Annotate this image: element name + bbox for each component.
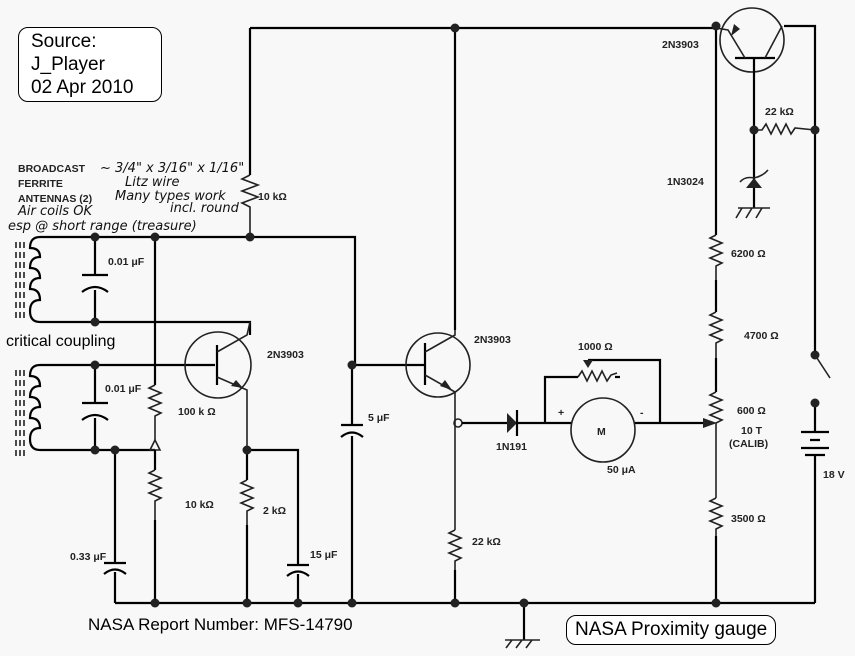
label-pot600: 600 Ω (737, 405, 766, 417)
wire-pot1000 (543, 358, 662, 423)
handnote-dims: ~ 3/4" x 3/16" x 1/16" (100, 161, 244, 176)
label-meter-rating: 50 μA (607, 464, 636, 476)
label-battery: 18 V (823, 469, 845, 481)
pot-1000-wiper (583, 360, 593, 368)
wire-q1-emitter-down (247, 448, 300, 603)
q3-emitter-arrow (731, 24, 740, 36)
handnote-incl-round: incl. round (170, 201, 240, 216)
label-r6200: 6200 Ω (731, 248, 766, 260)
q2-collector (424, 330, 456, 353)
meter-50ua (570, 397, 636, 463)
pot-600-arrow (703, 418, 717, 428)
cap1-curve (81, 285, 109, 293)
junction-dots (90, 21, 820, 608)
transistor-q1 (184, 331, 252, 399)
zener-triangle (746, 178, 762, 188)
label-cap5: 5 μF (368, 412, 390, 424)
label-q1: 2N3903 (267, 349, 304, 361)
resistor-10k-top (239, 174, 261, 237)
label-meter: M (597, 426, 606, 438)
cap033-curve (103, 568, 127, 575)
label-cap-tank2: 0.01 μF (105, 383, 142, 395)
resistor-22k-load (446, 529, 464, 570)
critical-coupling-label: critical coupling (6, 333, 116, 350)
label-pot1000: 1000 Ω (578, 341, 613, 353)
label-diode: 1N191 (496, 441, 527, 453)
coil-antenna-1 (28, 235, 42, 324)
label-pot-calib: (CALIB) (729, 438, 768, 450)
cap5-curve (340, 431, 364, 438)
label-cap033: 0.33 μF (70, 551, 107, 563)
label-cap15: 15 μF (310, 549, 338, 561)
cap2-curve (81, 413, 109, 421)
label-r2k: 2 kΩ (263, 505, 286, 517)
q2-emitter-arrow (440, 380, 452, 390)
resistor-100k (146, 384, 164, 440)
resistor-2k (238, 479, 256, 525)
label-meter-plus: + (558, 407, 564, 419)
handnote-many-types: Many types work (115, 189, 226, 204)
transistor-q2 (405, 332, 471, 398)
label-meter-minus: - (640, 407, 644, 419)
source-date: 02 Apr 2010 (31, 77, 134, 98)
wire-q3-collector (784, 24, 817, 355)
ferrite-core-2 (15, 370, 25, 458)
report-number: NASA Report Number: MFS-14790 (88, 615, 353, 634)
ferrite-core-1 (15, 242, 25, 318)
diagram-title: NASA Proximity gauge (566, 615, 777, 645)
label-r4700: 4700 Ω (744, 330, 779, 342)
resistor-22k-reg (754, 122, 816, 136)
label-r100k: 100 k Ω (178, 406, 216, 418)
cap15-curve (286, 570, 310, 577)
bias-junction-triangle (148, 438, 162, 451)
resistor-4700 (707, 311, 725, 358)
resistor-6200 (707, 234, 725, 280)
label-r10k-low: 10 kΩ (185, 499, 214, 511)
resistor-3500 (707, 497, 725, 536)
source-box: Source: J_Player 02 Apr 2010 (18, 27, 162, 102)
note-broadcast: BROADCAST (18, 163, 86, 175)
source-author: J_Player (31, 54, 105, 75)
handnote-short-range: esp @ short range (treasure) (8, 219, 197, 234)
coil-antenna-2 (28, 363, 42, 452)
handnote-litz: Litz wire (125, 175, 180, 190)
pot-600 (707, 391, 725, 440)
battery-plates (801, 430, 829, 457)
label-cap-tank1: 0.01 μF (108, 256, 145, 268)
switch (814, 354, 831, 379)
label-pot-turns: 10 T (741, 425, 763, 437)
ground-zener (735, 207, 770, 219)
note-ferrite: FERRITE (18, 178, 63, 190)
diode-1n191 (507, 413, 517, 433)
label-r3500: 3500 Ω (731, 513, 766, 525)
q3-emitter (715, 27, 746, 59)
pot-1000 (577, 369, 618, 383)
ground-symbol (505, 639, 540, 649)
label-q2: 2N3903 (474, 334, 511, 346)
q1-emitter-arrow (231, 380, 243, 388)
wire-tank1-top (40, 235, 357, 365)
q1-collector (216, 321, 251, 353)
label-r22k-load: 22 kΩ (472, 536, 501, 548)
source-label: Source: (31, 31, 97, 52)
q2-emitter (424, 374, 456, 530)
note-antennas: ANTENNAS (2) (18, 193, 92, 205)
label-q3: 2N3903 (662, 39, 699, 51)
label-zener: 1N3024 (667, 176, 704, 188)
label-r10k-top: 10 kΩ (258, 191, 287, 203)
label-r22k-reg: 22 kΩ (765, 106, 794, 118)
resistor-10k-low (146, 469, 164, 520)
q3-collector (764, 25, 783, 59)
q1-emitter (216, 376, 248, 450)
handnote-air-coils: Air coils OK (17, 204, 93, 219)
zener-bar (739, 169, 769, 183)
transistor-q3 (719, 7, 785, 73)
